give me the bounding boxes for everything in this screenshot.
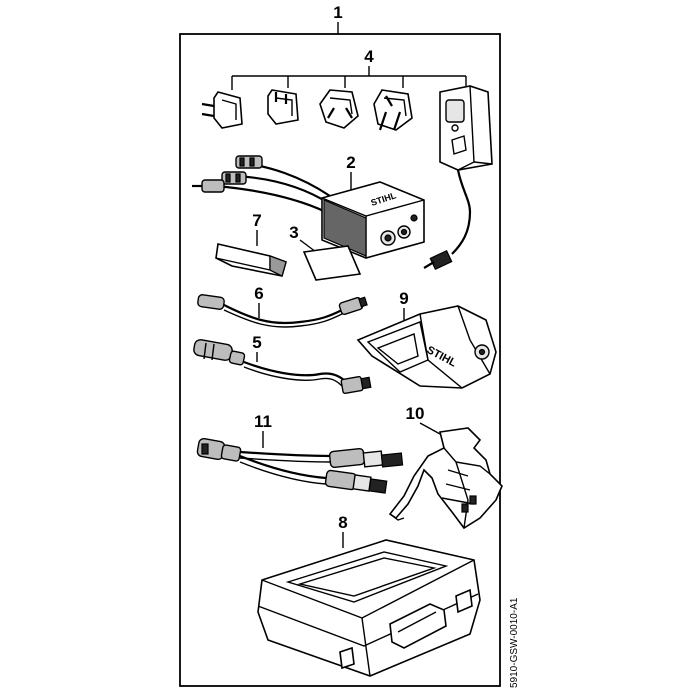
cable-5	[193, 339, 372, 395]
plug-adapter-au	[319, 89, 359, 129]
callout-9: 9	[399, 289, 409, 322]
callout-5: 5	[252, 333, 262, 362]
callout-3: 3	[289, 223, 317, 253]
callout-9-label: 9	[399, 289, 408, 308]
card-part	[302, 245, 362, 281]
drawing-code: 5910-GSW-0010-A1	[509, 597, 520, 688]
carry-case	[257, 539, 481, 677]
callout-1-label: 1	[333, 3, 342, 22]
kit-frame	[179, 33, 501, 687]
plug-adapter-uk	[373, 89, 413, 131]
callout-1: 1	[333, 3, 343, 34]
plug-adapter-eu	[201, 91, 243, 129]
callout-7: 7	[252, 211, 262, 246]
callout-7-label: 7	[252, 211, 261, 230]
holder-part: STIHL	[356, 305, 497, 389]
adapter-box: STIHL	[192, 155, 425, 259]
callout-4: 4	[231, 47, 467, 90]
bracket-part	[388, 427, 503, 530]
power-supply	[423, 85, 493, 271]
callout-11: 11	[254, 412, 272, 448]
callout-8-label: 8	[338, 513, 347, 532]
callout-2-label: 2	[346, 153, 355, 172]
callout-10-label: 10	[406, 404, 425, 423]
block-part	[215, 243, 287, 277]
callout-6: 6	[254, 284, 264, 318]
callout-4-label: 4	[364, 47, 374, 66]
callout-10: 10	[406, 404, 441, 435]
callout-2: 2	[346, 153, 356, 190]
callout-8: 8	[338, 513, 348, 548]
y-cable	[196, 437, 404, 494]
plug-adapter-us	[267, 89, 299, 125]
callout-5-label: 5	[252, 333, 261, 352]
cable-6	[197, 294, 368, 328]
callout-11-label: 11	[254, 412, 272, 431]
callout-3-label: 3	[289, 223, 298, 242]
callout-6-label: 6	[254, 284, 263, 303]
